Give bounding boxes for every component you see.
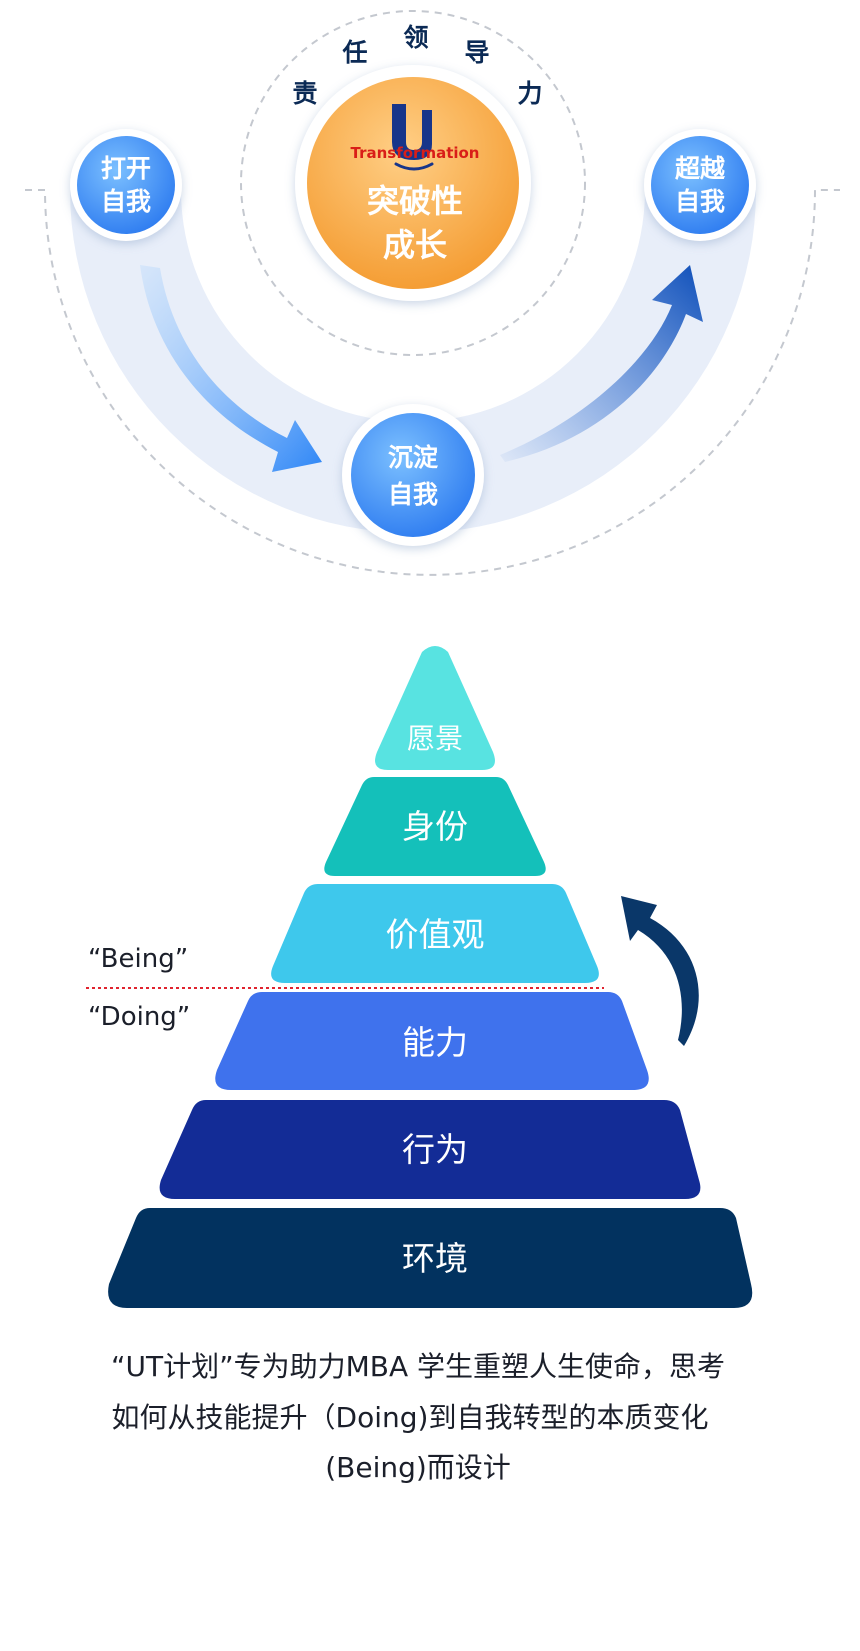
leadership-char: 导 xyxy=(464,38,489,67)
stage-label-line2: 自我 xyxy=(388,480,438,509)
pyramid-label: 价值观 xyxy=(386,915,485,954)
transformation-logo: Transformation xyxy=(351,104,480,171)
stage-label-line1: 打开 xyxy=(101,154,151,183)
pyramid: 愿景 身份 价值观 能力 行为 环境 “Being” “Doing” xyxy=(86,646,753,1308)
logo-smile-icon xyxy=(394,162,434,171)
stage-label-line2: 自我 xyxy=(675,187,725,216)
caption-line2: 如何从技能提升（Doing)到自我转型的本质变化 xyxy=(112,1401,709,1434)
core-dashed-ring xyxy=(240,10,586,356)
pyramid-level-values xyxy=(271,884,599,983)
leadership-char: 责 xyxy=(292,79,317,108)
core-label-line2: 成长 xyxy=(383,226,447,264)
pyramid-level-vision xyxy=(375,646,495,770)
u-logo-icon xyxy=(392,104,432,160)
pyramid-label: 环境 xyxy=(402,1239,468,1278)
upward-curve-arrow-icon xyxy=(621,896,699,1046)
cycle-band xyxy=(70,190,756,533)
stage-settle-self: 沉淀 自我 xyxy=(342,404,484,546)
pyramid-level-behavior xyxy=(159,1100,701,1199)
leadership-char: 力 xyxy=(517,79,542,108)
pyramid-label: 愿景 xyxy=(407,722,463,755)
core-circle: Transformation 突破性 成长 xyxy=(295,65,531,301)
stage-label-line2: 自我 xyxy=(101,187,151,216)
pyramid-level-ability xyxy=(215,992,649,1090)
being-label: “Being” xyxy=(88,944,188,974)
stage-transcend-self: 超越 自我 xyxy=(644,129,756,241)
logo-text: Transformation xyxy=(351,144,480,162)
leadership-arc: 责 任 领 导 力 xyxy=(292,23,542,108)
stage-label-line1: 超越 xyxy=(675,154,726,183)
caption-line3: (Being)而设计 xyxy=(325,1451,511,1484)
pyramid-level-environment xyxy=(108,1208,753,1308)
core-label-line1: 突破性 xyxy=(367,182,463,220)
caption: “UT计划”专为助力MBA 学生重塑人生使命，思考 如何从技能提升（Doing)… xyxy=(111,1350,725,1484)
leadership-char: 任 xyxy=(341,38,367,67)
pyramid-label: 身份 xyxy=(402,807,468,846)
caption-line1: “UT计划”专为助力MBA 学生重塑人生使命，思考 xyxy=(111,1350,725,1383)
pyramid-label: 能力 xyxy=(402,1023,468,1062)
leadership-char: 领 xyxy=(403,23,428,52)
arrow-up-icon xyxy=(500,265,703,462)
arrow-down-icon xyxy=(140,265,322,472)
pyramid-label: 行为 xyxy=(402,1130,468,1169)
stage-label-line1: 沉淀 xyxy=(388,443,439,472)
growth-cycle: 责 任 领 导 力 Transformation 突破性 成长 打开 xyxy=(25,10,840,576)
outer-dashed-ring xyxy=(25,189,840,576)
stage-open-self: 打开 自我 xyxy=(70,129,182,241)
pyramid-level-identity xyxy=(324,777,546,876)
doing-label: “Doing” xyxy=(88,1002,190,1032)
